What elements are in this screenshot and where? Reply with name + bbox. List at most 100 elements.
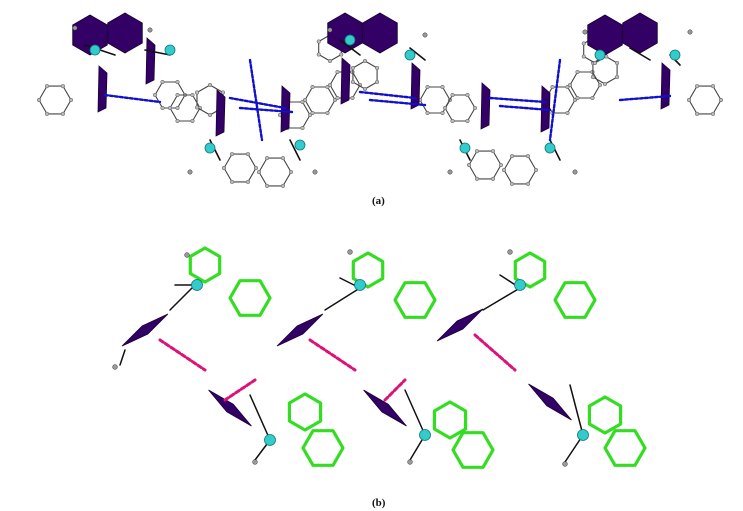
chelate-plane-a xyxy=(340,57,351,105)
panel-a-svg xyxy=(36,12,724,188)
contact-a xyxy=(248,58,264,142)
ring-atom xyxy=(300,125,305,131)
metal-atom xyxy=(669,49,681,61)
ring-atom xyxy=(339,52,344,57)
ring-atom xyxy=(190,92,195,98)
terminal-atom xyxy=(312,169,318,175)
ring-atom xyxy=(686,97,692,103)
metal-atom xyxy=(264,434,276,446)
ring-atom xyxy=(302,97,308,103)
ring-atom xyxy=(310,110,315,116)
ring-atom xyxy=(565,110,570,116)
ring-a xyxy=(688,85,722,115)
ring-atom xyxy=(220,90,226,95)
metal-atom xyxy=(594,49,606,61)
ring-atom xyxy=(375,79,380,85)
ring-atom xyxy=(575,95,580,101)
ring-atom xyxy=(581,54,586,59)
metal-atom xyxy=(294,139,306,151)
ring-atom xyxy=(597,82,603,88)
metal-atom xyxy=(89,44,101,56)
ring-atom xyxy=(350,65,355,71)
ring-atom xyxy=(575,69,580,75)
ring-atom xyxy=(190,118,195,124)
ring-atom xyxy=(36,97,42,103)
ring-atom xyxy=(440,110,445,116)
ring-atom xyxy=(602,81,608,87)
contact-a xyxy=(358,90,417,100)
ring-a xyxy=(38,85,72,115)
ring-b xyxy=(351,251,385,289)
ring-atom xyxy=(194,90,200,95)
terminal-atom xyxy=(562,461,568,467)
ring-atom xyxy=(229,179,235,184)
ring-atom xyxy=(490,176,496,181)
ring-a xyxy=(569,71,601,99)
ring-atom xyxy=(474,176,480,181)
ring-atom xyxy=(175,105,180,111)
terminal-atom xyxy=(407,459,413,465)
ring-atom xyxy=(533,167,539,173)
ring-atom xyxy=(160,105,165,111)
chelate-plane-a xyxy=(480,82,491,130)
terminal-atom xyxy=(572,169,578,175)
ring-atom xyxy=(710,111,716,116)
chelate-plane-a xyxy=(660,62,671,110)
ring-atom xyxy=(362,58,368,64)
ring-atom xyxy=(44,84,50,89)
ring-atom xyxy=(327,58,333,64)
ring-atom xyxy=(310,84,315,90)
bond-b xyxy=(482,287,521,311)
ring-atom xyxy=(256,169,262,175)
ring-b xyxy=(603,429,647,467)
terminal-atom xyxy=(582,29,588,35)
ring-atom xyxy=(60,84,66,89)
ring-atom xyxy=(152,92,158,98)
contact-b xyxy=(383,378,407,402)
metal-atom xyxy=(544,142,556,154)
metal-atom xyxy=(459,142,471,154)
contact-a xyxy=(228,96,287,110)
contact-b xyxy=(473,333,517,372)
ring-atom xyxy=(175,118,180,124)
ring-b xyxy=(228,279,272,317)
chelate-plane-a xyxy=(587,14,623,56)
terminal-atom xyxy=(347,249,353,255)
ring-atom xyxy=(442,105,448,111)
ring-atom xyxy=(245,179,251,184)
ring-atom xyxy=(440,84,445,90)
ring-atom xyxy=(60,111,66,116)
ring-a xyxy=(304,86,336,114)
ring-atom xyxy=(465,118,470,124)
contact-b xyxy=(158,338,207,372)
ring-atom xyxy=(362,86,368,92)
ring-atom xyxy=(280,183,286,188)
ring-atom xyxy=(175,79,180,85)
ring-atom xyxy=(509,154,515,159)
bond-b xyxy=(324,287,361,311)
ring-b xyxy=(451,431,495,469)
ring-atom xyxy=(68,97,74,103)
ring-atom xyxy=(718,97,724,103)
ring-atom xyxy=(160,79,165,85)
bond-b xyxy=(249,394,271,441)
ring-atom xyxy=(567,82,573,88)
ring-b xyxy=(287,392,323,432)
ring-atom xyxy=(425,84,430,90)
ring-atom xyxy=(221,165,227,171)
terminal-atom xyxy=(112,364,118,370)
ring-atom xyxy=(525,154,531,159)
ring-b xyxy=(587,395,623,435)
ring-atom xyxy=(581,41,586,46)
bond-b xyxy=(169,284,196,311)
ring-atom xyxy=(264,156,270,161)
ring-atom xyxy=(592,60,598,66)
ring-atom xyxy=(264,183,270,188)
panel-b-svg xyxy=(112,246,647,469)
metal-atom xyxy=(404,49,416,61)
ring-atom xyxy=(167,105,173,111)
terminal-atom xyxy=(252,459,258,465)
ring-atom xyxy=(615,74,620,80)
ring-atom xyxy=(550,84,555,90)
bond-b xyxy=(119,349,126,366)
